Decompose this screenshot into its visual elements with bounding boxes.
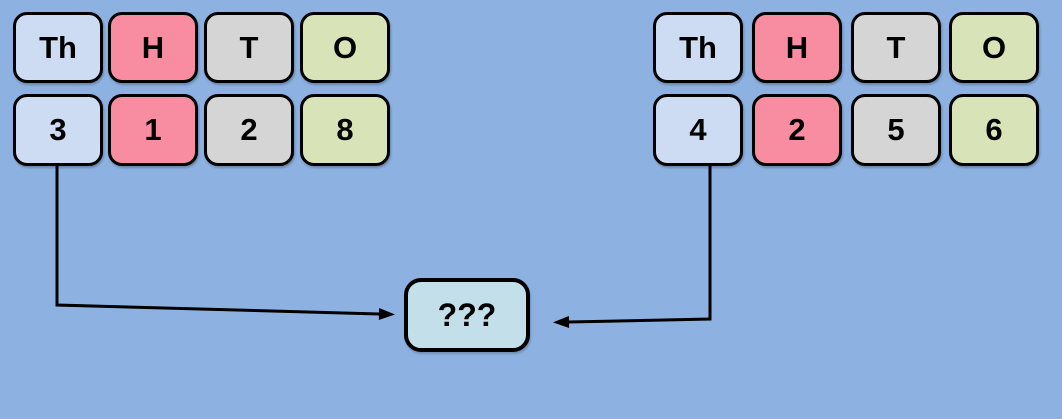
right-header-thousands: Th: [653, 12, 743, 83]
arrow-left-thousands-to-result: [55, 166, 395, 320]
left-header-thousands: Th: [13, 12, 103, 83]
left-header-ones: O: [300, 12, 390, 83]
right-header-hundreds: H: [752, 12, 842, 83]
right-digit-hundreds: 2: [752, 94, 842, 166]
left-header-hundreds: H: [108, 12, 198, 83]
right-digit-thousands: 4: [653, 94, 743, 166]
left-header-tens: T: [204, 12, 294, 83]
left-digit-thousands: 3: [13, 94, 103, 166]
right-digit-tens: 5: [851, 94, 941, 166]
result-box: ???: [404, 278, 530, 352]
right-header-ones: O: [949, 12, 1039, 83]
left-digit-tens: 2: [204, 94, 294, 166]
right-digit-ones: 6: [949, 94, 1039, 166]
left-digit-ones: 8: [300, 94, 390, 166]
right-header-tens: T: [851, 12, 941, 83]
left-digit-hundreds: 1: [108, 94, 198, 166]
arrow-right-thousands-to-result: [553, 166, 712, 328]
